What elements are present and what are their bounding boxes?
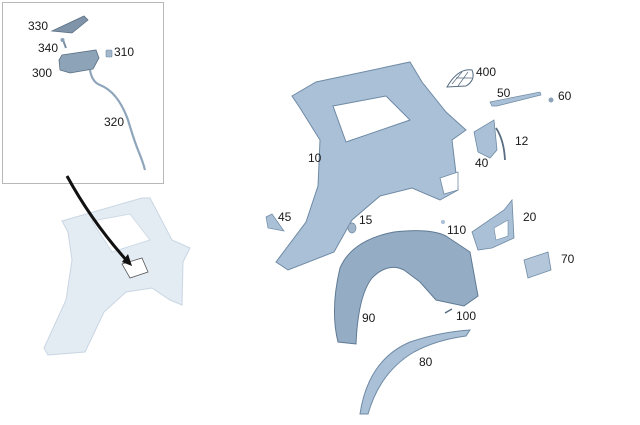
ghost-side-panel xyxy=(43,197,191,356)
part-400-grille xyxy=(446,69,474,88)
part-330-fuel-door-flap xyxy=(50,15,89,34)
label-330: 330 xyxy=(28,19,49,33)
label-110: 110 xyxy=(447,223,467,237)
label-12: 12 xyxy=(515,134,529,148)
label-90: 90 xyxy=(362,311,376,325)
part-90-wheel-arch-liner xyxy=(333,230,479,345)
label-50: 50 xyxy=(497,86,511,100)
label-100: 100 xyxy=(456,309,477,323)
part-310-clip xyxy=(105,49,113,58)
label-40: 40 xyxy=(475,156,489,170)
part-12-seal xyxy=(495,127,506,161)
part-300-fuel-filler-housing xyxy=(58,49,100,74)
label-80: 80 xyxy=(419,355,433,369)
label-60: 60 xyxy=(558,89,572,103)
part-40-bracket xyxy=(473,119,498,159)
part-45-bracket xyxy=(265,213,285,232)
label-15: 15 xyxy=(359,213,373,227)
part-80-wheel-arch-trim xyxy=(359,329,471,415)
part-10-side-wall xyxy=(275,61,467,271)
part-320-drain-hose xyxy=(88,69,147,171)
fuel-door-detail-inset xyxy=(2,2,164,184)
label-70: 70 xyxy=(561,252,575,266)
part-15-clip xyxy=(347,222,357,234)
part-110-fastener xyxy=(441,220,445,224)
label-320: 320 xyxy=(104,115,125,129)
part-50-strip xyxy=(489,91,542,107)
part-340-screw xyxy=(60,38,67,49)
label-10: 10 xyxy=(308,151,322,165)
part-20-bracket xyxy=(471,198,515,251)
pointer-arrow xyxy=(65,175,132,266)
label-400: 400 xyxy=(476,65,497,79)
label-300: 300 xyxy=(32,66,53,80)
label-20: 20 xyxy=(523,210,537,224)
label-310: 310 xyxy=(114,45,135,59)
part-60-clip xyxy=(548,97,554,103)
label-340: 340 xyxy=(38,41,59,55)
label-45: 45 xyxy=(278,210,292,224)
part-100-screw xyxy=(444,308,453,314)
part-70-cover xyxy=(523,251,552,279)
